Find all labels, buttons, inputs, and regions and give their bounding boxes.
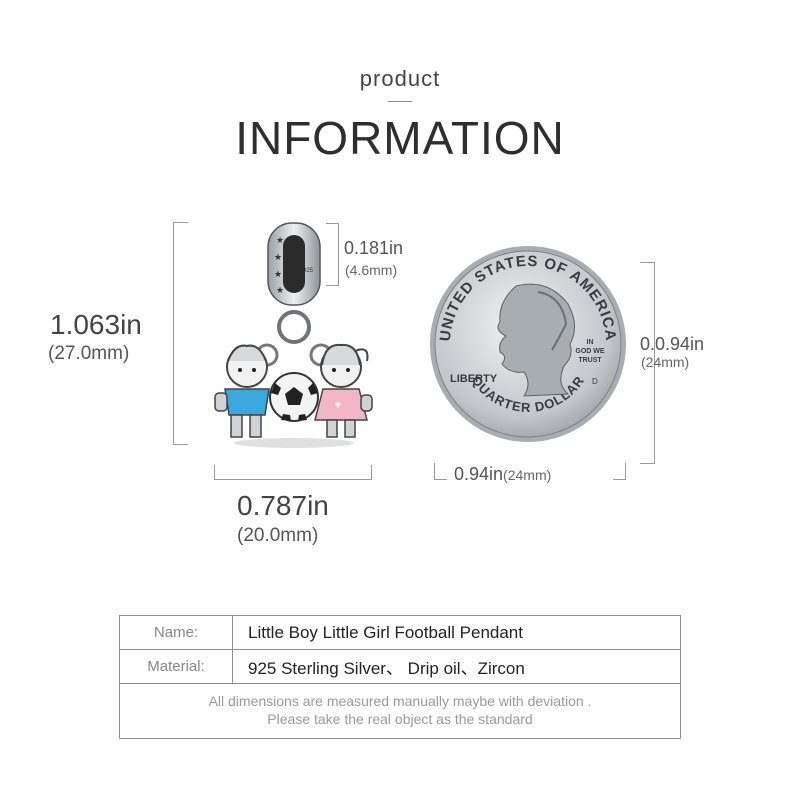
- coin-width-label: 0.94in(24mm): [454, 464, 551, 485]
- material-value: 925 Sterling Silver、 Drip oil、Zircon: [248, 659, 525, 678]
- name-value: Little Boy Little Girl Football Pendant: [248, 622, 523, 642]
- coin-width-bracket-left: [434, 463, 447, 480]
- pendant-height-in: 1.063in: [50, 309, 142, 340]
- name-row: Name: Little Boy Little Girl Football Pe…: [120, 616, 680, 650]
- material-label: Material:: [120, 650, 233, 683]
- pendant-illustration: ★ ★ ★ ★ 925 ♥: [214, 222, 373, 448]
- svg-text:★: ★: [274, 252, 282, 262]
- pendant-height-mm: (27.0mm): [48, 343, 130, 364]
- svg-text:♥: ♥: [335, 400, 341, 411]
- product-info-table: Name: Little Boy Little Girl Football Pe…: [119, 615, 681, 739]
- football-icon: [269, 372, 319, 422]
- coin-height-bracket: [640, 262, 655, 464]
- title-divider: [388, 101, 412, 102]
- svg-text:TRUST: TRUST: [578, 357, 602, 364]
- measurement-note-line1: All dimensions are measured manually may…: [208, 693, 592, 709]
- name-label: Name:: [120, 616, 233, 649]
- svg-text:★: ★: [276, 235, 284, 245]
- svg-text:LIBERTY: LIBERTY: [450, 373, 498, 385]
- coin-height-mm: (24mm): [641, 354, 690, 370]
- pendant-width-bracket: [214, 465, 372, 480]
- bail-size-mm: (4.6mm): [345, 262, 398, 278]
- pendant-width-in: 0.787in: [237, 490, 329, 521]
- measurement-note-line2: Please take the real object as the stand…: [267, 711, 533, 727]
- page-title: INFORMATION: [235, 112, 565, 164]
- coin-height-in: 0.0.94in: [640, 334, 705, 354]
- svg-text:★: ★: [274, 269, 282, 279]
- bail-icon: ★ ★ ★ ★ 925: [267, 222, 321, 306]
- coin-width-in: 0.94in: [454, 464, 504, 484]
- boy-figure-icon: [214, 344, 270, 438]
- header-subtitle: product: [359, 66, 441, 91]
- coin-width-mm: (24mm): [503, 467, 552, 483]
- pendant-height-bracket: [173, 222, 188, 445]
- svg-text:★: ★: [276, 285, 284, 295]
- svg-text:IN: IN: [587, 339, 594, 346]
- svg-text:D: D: [592, 377, 598, 386]
- svg-text:925: 925: [303, 268, 314, 274]
- quarter-coin-illustration: UNITED STATES OF AMERICA QUARTER DOLLAR …: [430, 246, 626, 442]
- pendant-width-mm: (20.0mm): [237, 525, 319, 546]
- svg-text:GOD WE: GOD WE: [575, 348, 604, 355]
- material-row: Material: 925 Sterling Silver、 Drip oil、…: [120, 650, 680, 684]
- bail-size-in: 0.181in: [344, 238, 404, 258]
- bail-size-bracket: [326, 223, 339, 286]
- coin-width-bracket-right: [613, 463, 626, 480]
- girl-figure-icon: ♥: [314, 343, 373, 438]
